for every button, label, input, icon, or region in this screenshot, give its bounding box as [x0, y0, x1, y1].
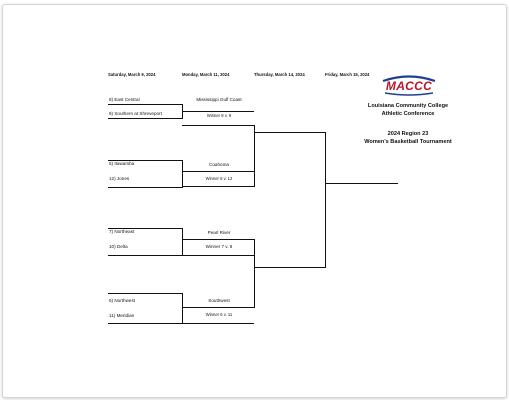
event-title-line-1: 2024 Region 23 — [387, 131, 429, 137]
round2-slot-1-top: Mississippi Gulf Coast — [196, 97, 242, 102]
bracket-line — [108, 323, 183, 324]
round2-slot-4-top: Southwest — [208, 298, 230, 303]
bracket-line — [182, 323, 254, 324]
bracket-line — [182, 160, 183, 188]
bracket-line — [182, 125, 254, 126]
bracket-line — [108, 255, 183, 256]
bracket-line — [182, 228, 183, 256]
team-slot-7: 6) Northwest — [109, 298, 136, 303]
round2-slot-3-top: Pearl River — [207, 230, 231, 235]
date-round-1: Saturday, March 9, 2024 — [108, 72, 156, 77]
bracket-line — [108, 104, 183, 105]
bracket-line — [108, 160, 183, 161]
round2-slot-2-top: Coahoma — [209, 162, 229, 167]
bracket-line — [182, 255, 254, 256]
bracket-line — [108, 187, 183, 188]
bracket-line — [182, 111, 254, 112]
round2-slot-1-bottom: Winner 8 v. 9 — [206, 113, 232, 118]
logo-text: MACCC — [385, 79, 433, 93]
bracket-sheet: Saturday, March 9, 2024 Monday, March 11… — [2, 4, 507, 398]
bracket-line — [108, 228, 183, 229]
bracket-line — [182, 307, 254, 308]
org-name-line-1: Louisiana Community College — [367, 103, 449, 109]
bracket-line — [254, 239, 255, 308]
bracket-line — [254, 132, 326, 133]
round2-slot-3-bottom: Winner 7 v. 8 — [205, 244, 233, 249]
date-round-4: Friday, March 15, 2024 — [325, 72, 370, 77]
bracket-line — [182, 186, 254, 187]
bracket-line-champion — [325, 183, 398, 184]
round2-slot-2-bottom: Winner 5 v. 12 — [205, 176, 233, 181]
team-slot-8: 11) Meridian — [109, 313, 135, 318]
bracket-line — [254, 267, 326, 268]
team-slot-5: 7) Northeast — [109, 229, 135, 234]
bracket-line — [182, 171, 254, 172]
team-slot-1: 8) East Central — [109, 97, 140, 102]
bracket-line — [182, 239, 254, 240]
bracket-line — [108, 293, 183, 294]
bracket-line — [325, 132, 326, 268]
date-round-3: Thursday, March 14, 2024 — [254, 72, 305, 77]
round2-slot-4-bottom: Winner 6 v. 11 — [205, 312, 233, 317]
org-name-line-2: Athletic Conference — [381, 111, 435, 117]
bracket-line — [254, 125, 255, 187]
team-slot-4: 12) Jones — [109, 176, 130, 181]
event-title-line-2: Women's Basketball Tournament — [364, 139, 452, 145]
date-round-2: Monday, March 11, 2024 — [182, 72, 230, 77]
logo-swoosh-icon — [382, 75, 436, 96]
team-slot-6: 10) Delta — [109, 244, 128, 249]
team-slot-3: 5) Itawamba — [109, 161, 135, 166]
bracket-line — [182, 293, 183, 324]
team-slot-2: 9) Southern at Shreveport — [109, 111, 162, 116]
maccc-logo: MACCC — [377, 74, 441, 96]
bracket-line — [108, 118, 183, 119]
